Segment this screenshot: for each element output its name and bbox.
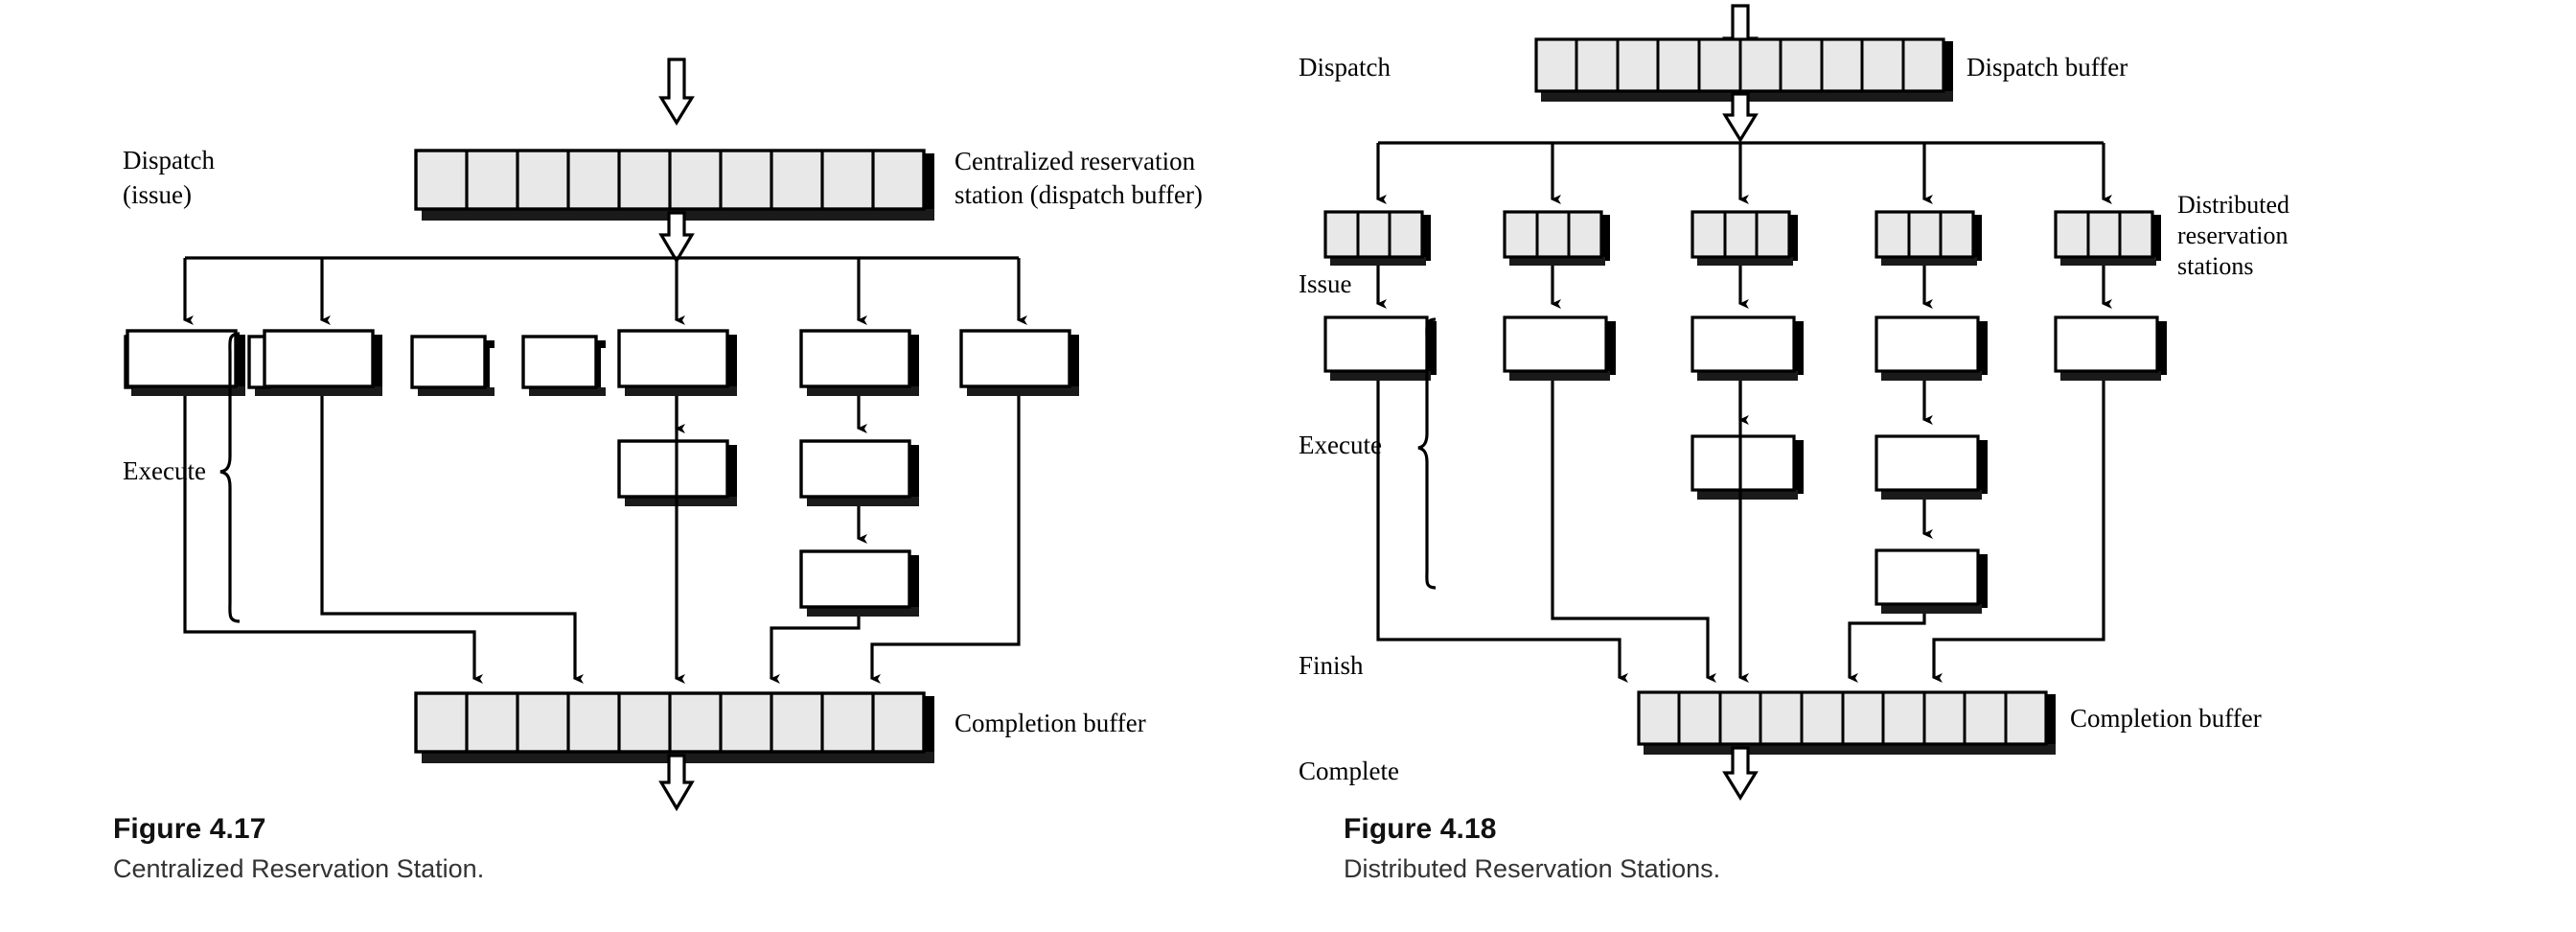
buffer-label-crs-line1: Centralized reservation — [954, 147, 1196, 175]
functional-unit-row-3 — [799, 549, 919, 617]
functional-unit-row-1 — [1323, 315, 2167, 381]
functional-unit-row-3 — [1874, 548, 1988, 614]
input-hollow-arrow-icon — [658, 58, 695, 127]
stage-label-finish: Finish — [1299, 651, 1364, 680]
functional-unit-row-2 — [1690, 434, 1988, 500]
completion-fanin-bus — [183, 396, 1021, 684]
stage-label-dispatch: Dispatch — [1299, 53, 1391, 82]
complete-hollow-arrow-icon — [658, 754, 695, 812]
dispatch-buffer — [1534, 37, 1953, 102]
figure-4-18-diagram: Dispatch Issue Execute Finish Complete D… — [1299, 4, 2289, 802]
stage-label-issue: Issue — [1299, 269, 1352, 298]
rs-to-fu-links — [1376, 266, 2112, 309]
buffer-label-drs-line2: reservation — [2177, 221, 2288, 249]
figure-4-17: Dispatch (issue) Execute Centralized res… — [0, 0, 1284, 932]
functional-unit-row-2-links — [1738, 381, 1933, 425]
figure-4-18-caption-title: Figure 4.18 — [1344, 813, 1497, 845]
completion-buffer — [1637, 690, 2056, 755]
issue-fanout-bus — [1376, 141, 2112, 204]
dispatch-hollow-arrow-icon — [658, 211, 695, 265]
stage-label-complete: Complete — [1299, 757, 1399, 785]
execute-brace-icon — [219, 332, 241, 623]
distributed-reservation-stations — [1323, 210, 2161, 266]
complete-hollow-arrow-icon — [1722, 746, 1759, 802]
dispatch-hollow-arrow-icon — [1722, 92, 1759, 144]
buffer-label-completion: Completion buffer — [954, 709, 1146, 737]
figure-4-17-caption-subtitle: Centralized Reservation Station. — [113, 854, 485, 883]
dispatch-fanout-bus — [183, 256, 1027, 325]
figure-4-18-caption-subtitle: Distributed Reservation Stations. — [1344, 854, 1721, 883]
stage-label-dispatch-line1: Dispatch — [123, 146, 215, 175]
buffer-label-crs-line2: station (dispatch buffer) — [954, 180, 1203, 209]
completion-buffer — [414, 691, 934, 763]
stage-label-execute: Execute — [1299, 431, 1382, 459]
figure-4-17-caption: Figure 4.17 Centralized Reservation Stat… — [113, 813, 484, 884]
centralized-reservation-station-buffer — [414, 149, 934, 221]
figure-4-18: Dispatch Issue Execute Finish Complete D… — [1284, 0, 2576, 932]
execute-brace-icon — [1417, 317, 1437, 590]
functional-unit-row-1-boxes — [126, 329, 1079, 396]
buffer-label-drs-line3: stations — [2177, 252, 2253, 280]
figure-4-17-caption-title: Figure 4.17 — [113, 813, 266, 845]
functional-unit-row-2-links — [675, 396, 867, 433]
buffer-label-dispatch-buffer: Dispatch buffer — [1966, 53, 2128, 82]
stage-label-dispatch-line2: (issue) — [123, 180, 192, 209]
stage-label-execute: Execute — [123, 456, 206, 485]
completion-fanin-bus — [1376, 381, 2105, 683]
buffer-label-completion: Completion buffer — [2070, 704, 2262, 733]
figure-4-18-caption: Figure 4.18 Distributed Reservation Stat… — [1344, 813, 1720, 884]
buffer-label-drs-line1: Distributed — [2177, 191, 2289, 219]
functional-unit-row-2 — [617, 439, 919, 506]
figure-4-17-diagram: Dispatch (issue) Execute Centralized res… — [123, 58, 1203, 812]
